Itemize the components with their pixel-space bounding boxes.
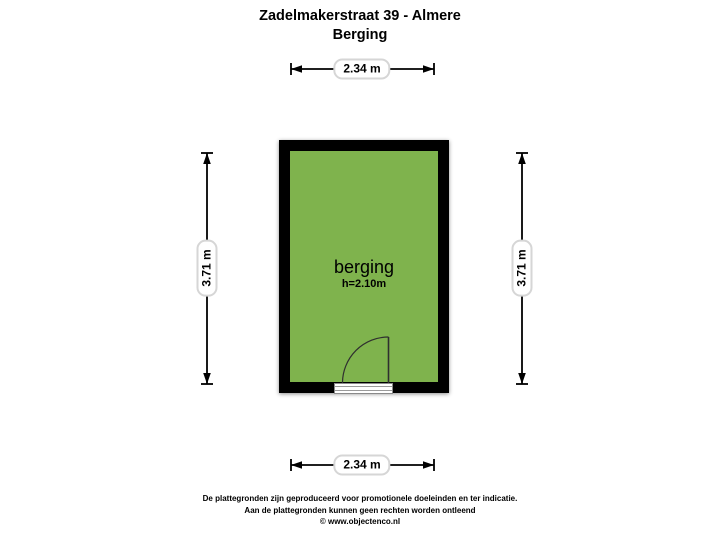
room-label: berging h=2.10m	[290, 257, 438, 291]
dimension-label-top: 2.34 m	[333, 58, 391, 80]
door-swing	[341, 336, 390, 384]
room-name-label: berging	[333, 257, 395, 277]
arrowhead-right-bottom	[518, 373, 526, 384]
disclaimer-line-2: Aan de plattegronden kunnen geen rechten…	[244, 505, 476, 515]
room-berging-walls: berging h=2.10m	[279, 140, 449, 393]
arrowhead-bottom-left	[291, 461, 302, 469]
arrowhead-bottom-right	[423, 461, 434, 469]
room-berging-floor: berging h=2.10m	[290, 151, 438, 382]
disclaimer-line-3: © www.objectenco.nl	[319, 517, 401, 526]
door-threshold	[334, 383, 393, 394]
plan-subtitle: Berging	[332, 27, 388, 43]
footer-disclaimer: De plattegronden zijn geproduceerd voor …	[0, 493, 720, 528]
disclaimer-line-1: De plattegronden zijn geproduceerd voor …	[202, 494, 518, 503]
arrowhead-right-top	[518, 153, 526, 164]
dimension-label-bottom: 2.34 m	[333, 454, 391, 476]
room-ceiling-height-label: h=2.10m	[341, 278, 387, 290]
plan-title: Zadelmakerstraat 39 - Almere	[259, 8, 461, 24]
arrowhead-left-top	[203, 153, 211, 164]
arrowhead-left-bottom	[203, 373, 211, 384]
dimension-label-right: 3.71 m	[511, 239, 533, 297]
dimension-label-left: 3.71 m	[196, 239, 218, 297]
arrowhead-top-left	[291, 65, 302, 73]
arrowhead-top-right	[423, 65, 434, 73]
header: Zadelmakerstraat 39 - Almere Berging	[0, 7, 720, 44]
